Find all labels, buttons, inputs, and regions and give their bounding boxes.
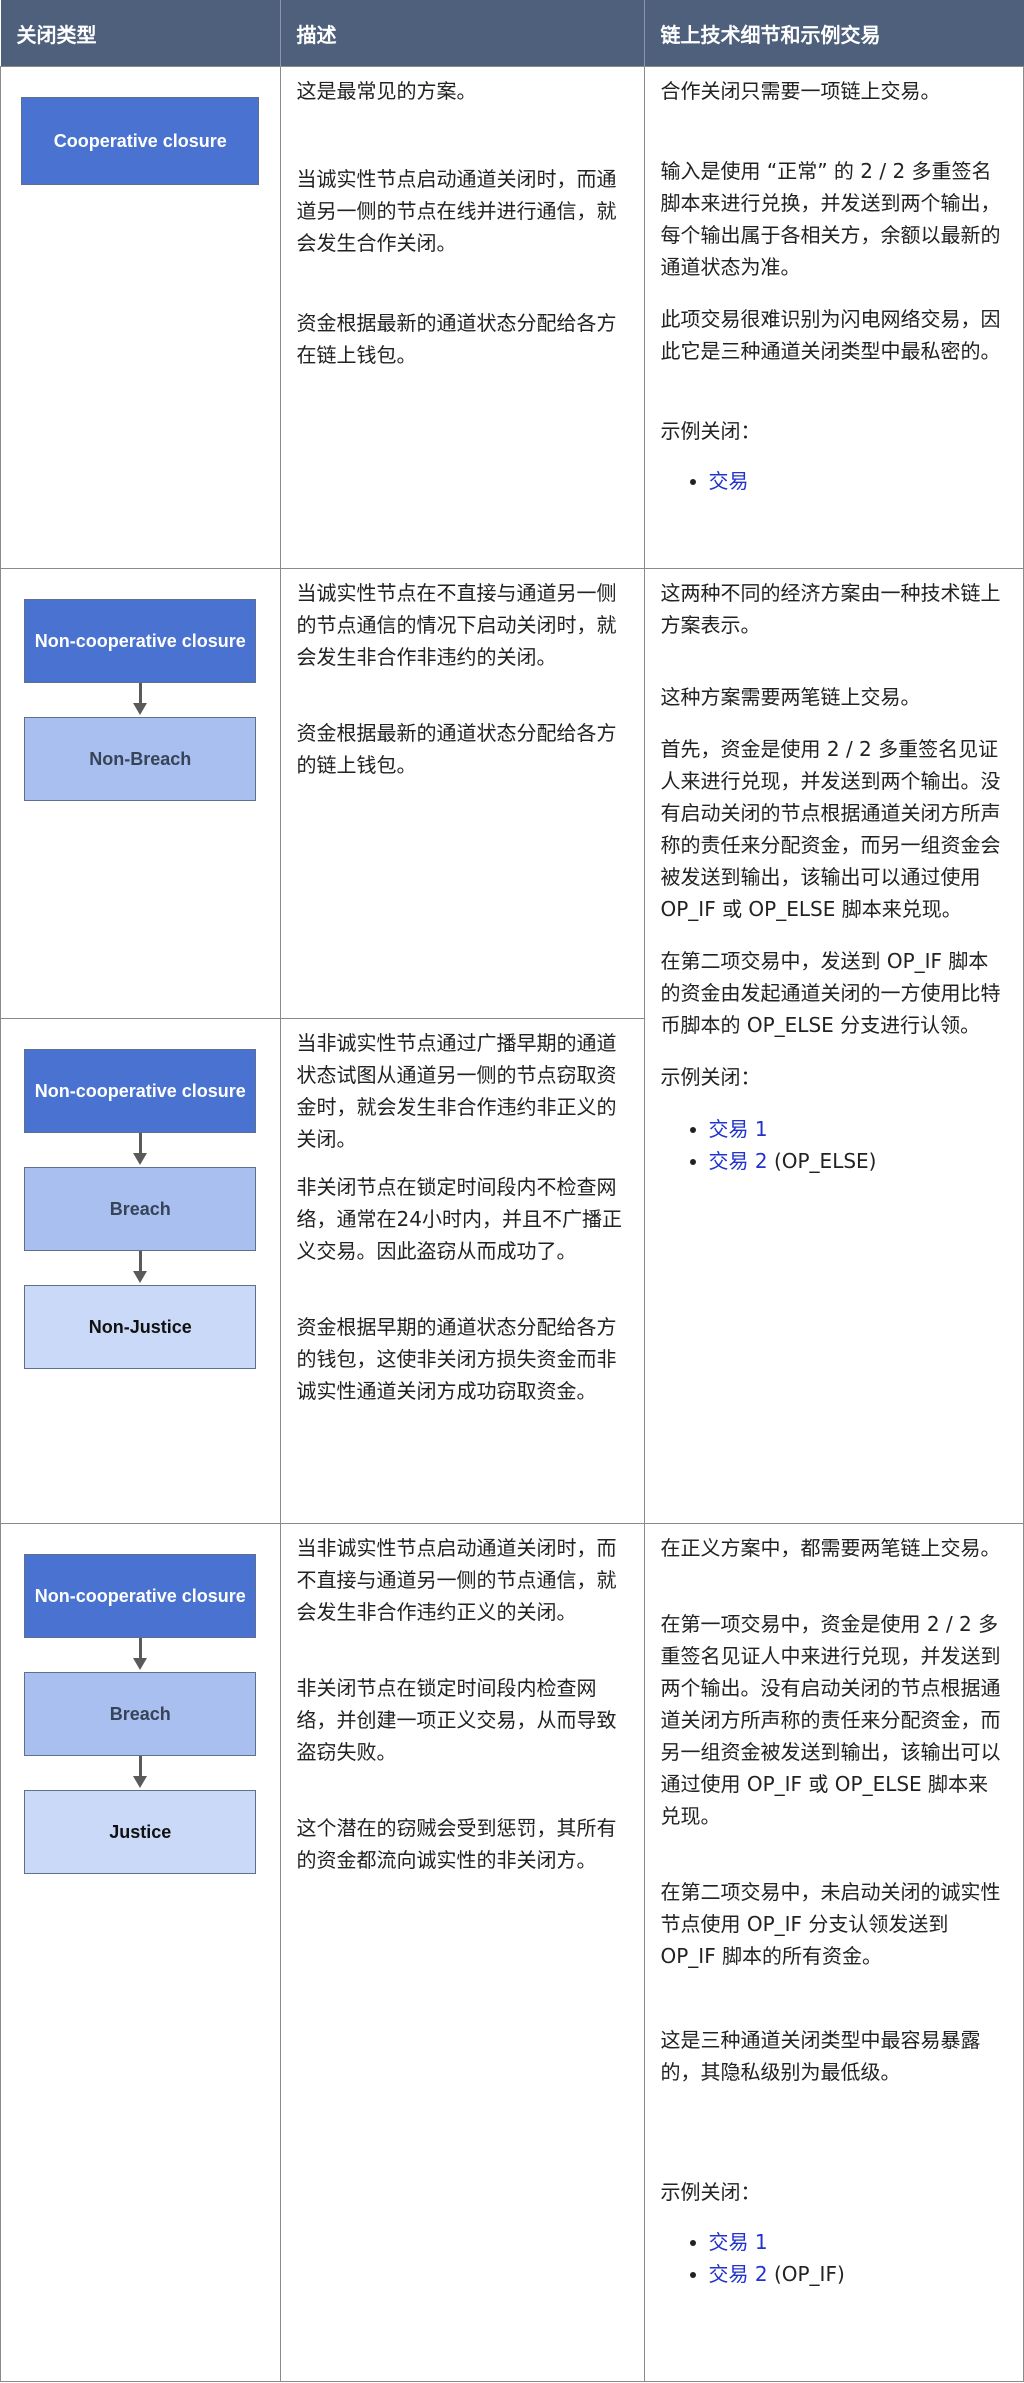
tech-text: 示例关闭： <box>660 419 761 443</box>
non-justice-box: Non-Justice <box>24 1285 257 1369</box>
table-row-justice: Non-cooperative closure Breach Justice 当… <box>0 1523 1024 2382</box>
non-cooperative-closure-box: Non-cooperative closure <box>24 1049 257 1133</box>
table-row-cooperative: Cooperative closure 这是最常见的方案。 当诚实性节点启动通道… <box>0 66 1024 569</box>
list-item: 交易 1 <box>709 1113 1008 1145</box>
closure-type-cell: Non-cooperative closure Breach Non-Justi… <box>0 1018 281 1524</box>
tech-text: 在第二项交易中，发送到 OP_IF 脚本的资金由发起通道关闭的一方使用比特币脚本… <box>660 949 1001 1037</box>
description-text: 这个潜在的窃贼会受到惩罚，其所有的资金都流向诚实性的非关闭方。 <box>296 1816 617 1872</box>
description-cell: 这是最常见的方案。 当诚实性节点启动通道关闭时，而通道另一侧的节点在线并进行通信… <box>279 66 645 569</box>
transaction-2-link[interactable]: 交易 2 <box>708 1149 768 1173</box>
tech-details-cell: 合作关闭只需要一项链上交易。 输入是使用 “正常” 的 2 / 2 多重签名脚本… <box>643 66 1024 569</box>
example-links-list: 交易 1 交易 2 (OP_IF) <box>661 2226 1008 2290</box>
header-tech-details: 链上技术细节和示例交易 <box>644 0 1024 67</box>
arrow-down-icon <box>130 1251 150 1285</box>
list-item: 交易 <box>709 465 1008 497</box>
non-cooperative-closure-box: Non-cooperative closure <box>24 1554 257 1638</box>
tech-details-cell: 在正义方案中，都需要两笔链上交易。 在第一项交易中，资金是使用 2 / 2 多重… <box>643 1523 1024 2382</box>
transaction-1-link[interactable]: 交易 1 <box>708 1117 768 1141</box>
header-description: 描述 <box>280 0 645 67</box>
description-text: 资金根据早期的通道状态分配给各方的钱包，这使非关闭方损失资金而非诚实性通道关闭方… <box>296 1315 617 1403</box>
list-item: 交易 2 (OP_IF) <box>709 2258 1008 2290</box>
breach-box: Breach <box>24 1672 257 1756</box>
cooperative-closure-box: Cooperative closure <box>21 97 260 185</box>
list-item: 交易 2 (OP_ELSE) <box>709 1145 1008 1177</box>
transaction-1-link[interactable]: 交易 1 <box>708 2230 768 2254</box>
tech-text: 这种方案需要两笔链上交易。 <box>660 685 921 709</box>
non-cooperative-closure-box: Non-cooperative closure <box>24 599 257 683</box>
tech-text: 首先，资金是使用 2 / 2 多重签名见证人来进行兑现，并发送到两个输出。没有启… <box>660 737 1001 921</box>
tech-text: 示例关闭： <box>660 1065 761 1089</box>
list-item: 交易 1 <box>709 2226 1008 2258</box>
table-row-non-breach: Non-cooperative closure Non-Breach 当诚实性节… <box>0 568 1024 1524</box>
tech-text: 此项交易很难识别为闪电网络交易，因此它是三种通道关闭类型中最私密的。 <box>660 307 1001 363</box>
closure-type-cell: Non-cooperative closure Breach Justice <box>0 1523 281 2382</box>
example-links-list: 交易 <box>661 465 1008 497</box>
tech-text: 在第二项交易中，未启动关闭的诚实性节点使用 OP_IF 分支认领发送到 OP_I… <box>660 1880 1001 1968</box>
non-breach-box: Non-Breach <box>24 717 257 801</box>
arrow-down-icon <box>130 683 150 717</box>
link-suffix: (OP_ELSE) <box>767 1149 877 1173</box>
description-text: 当诚实性节点启动通道关闭时，而通道另一侧的节点在线并进行通信，就会发生合作关闭。 <box>296 167 617 255</box>
link-suffix: (OP_IF) <box>767 2262 845 2286</box>
tech-text: 在正义方案中，都需要两笔链上交易。 <box>660 1536 1001 1560</box>
description-text: 当非诚实性节点通过广播早期的通道状态试图从通道另一侧的节点窃取资金时，就会发生非… <box>296 1031 617 1151</box>
tech-text: 示例关闭： <box>660 2180 761 2204</box>
arrow-down-icon <box>130 1638 150 1672</box>
breach-box: Breach <box>24 1167 257 1251</box>
header-closure-type: 关闭类型 <box>0 0 281 67</box>
description-text: 资金根据最新的通道状态分配给各方在链上钱包。 <box>296 311 617 367</box>
description-text: 当非诚实性节点启动通道关闭时，而不直接与通道另一侧的节点通信，就会发生非合作违约… <box>296 1536 617 1624</box>
table-header-row: 关闭类型 描述 链上技术细节和示例交易 <box>0 0 1024 67</box>
tech-details-cell: 这两种不同的经济方案由一种技术链上方案表示。 这种方案需要两笔链上交易。 首先，… <box>643 568 1024 1524</box>
tech-text: 这是三种通道关闭类型中最容易暴露的，其隐私级别为最低级。 <box>660 2028 981 2084</box>
example-links-list: 交易 1 交易 2 (OP_ELSE) <box>661 1113 1008 1177</box>
arrow-down-icon <box>130 1756 150 1790</box>
description-cell: 当非诚实性节点启动通道关闭时，而不直接与通道另一侧的节点通信，就会发生非合作违约… <box>279 1523 645 2382</box>
description-text: 当诚实性节点在不直接与通道另一侧的节点通信的情况下启动关闭时，就会发生非合作非违… <box>296 581 617 669</box>
description-cell: 当非诚实性节点通过广播早期的通道状态试图从通道另一侧的节点窃取资金时，就会发生非… <box>279 1018 645 1524</box>
tech-text: 在第一项交易中，资金是使用 2 / 2 多重签名见证人中来进行兑现，并发送到两个… <box>660 1612 1001 1828</box>
arrow-down-icon <box>130 1133 150 1167</box>
closure-type-cell: Non-cooperative closure Non-Breach <box>0 568 281 1019</box>
table-row-non-justice: Non-cooperative closure Breach Non-Justi… <box>0 1018 1024 1524</box>
tech-text: 输入是使用 “正常” 的 2 / 2 多重签名脚本来进行兑换，并发送到两个输出，… <box>660 159 1001 279</box>
tech-text: 合作关闭只需要一项链上交易。 <box>660 79 941 103</box>
description-text: 这是最常见的方案。 <box>296 79 477 103</box>
description-text: 非关闭节点在锁定时间段内检查网络，并创建一项正义交易，从而导致盗窃失败。 <box>296 1676 617 1764</box>
transaction-link[interactable]: 交易 <box>708 469 749 493</box>
closure-type-cell: Cooperative closure <box>0 66 281 569</box>
description-text: 资金根据最新的通道状态分配给各方的链上钱包。 <box>296 721 617 777</box>
transaction-2-link[interactable]: 交易 2 <box>708 2262 768 2286</box>
description-text: 非关闭节点在锁定时间段内不检查网络，通常在24小时内，并且不广播正义交易。因此盗… <box>296 1175 622 1263</box>
justice-box: Justice <box>24 1790 257 1874</box>
tech-text: 这两种不同的经济方案由一种技术链上方案表示。 <box>660 581 1001 637</box>
description-cell: 当诚实性节点在不直接与通道另一侧的节点通信的情况下启动关闭时，就会发生非合作非违… <box>279 568 645 1019</box>
